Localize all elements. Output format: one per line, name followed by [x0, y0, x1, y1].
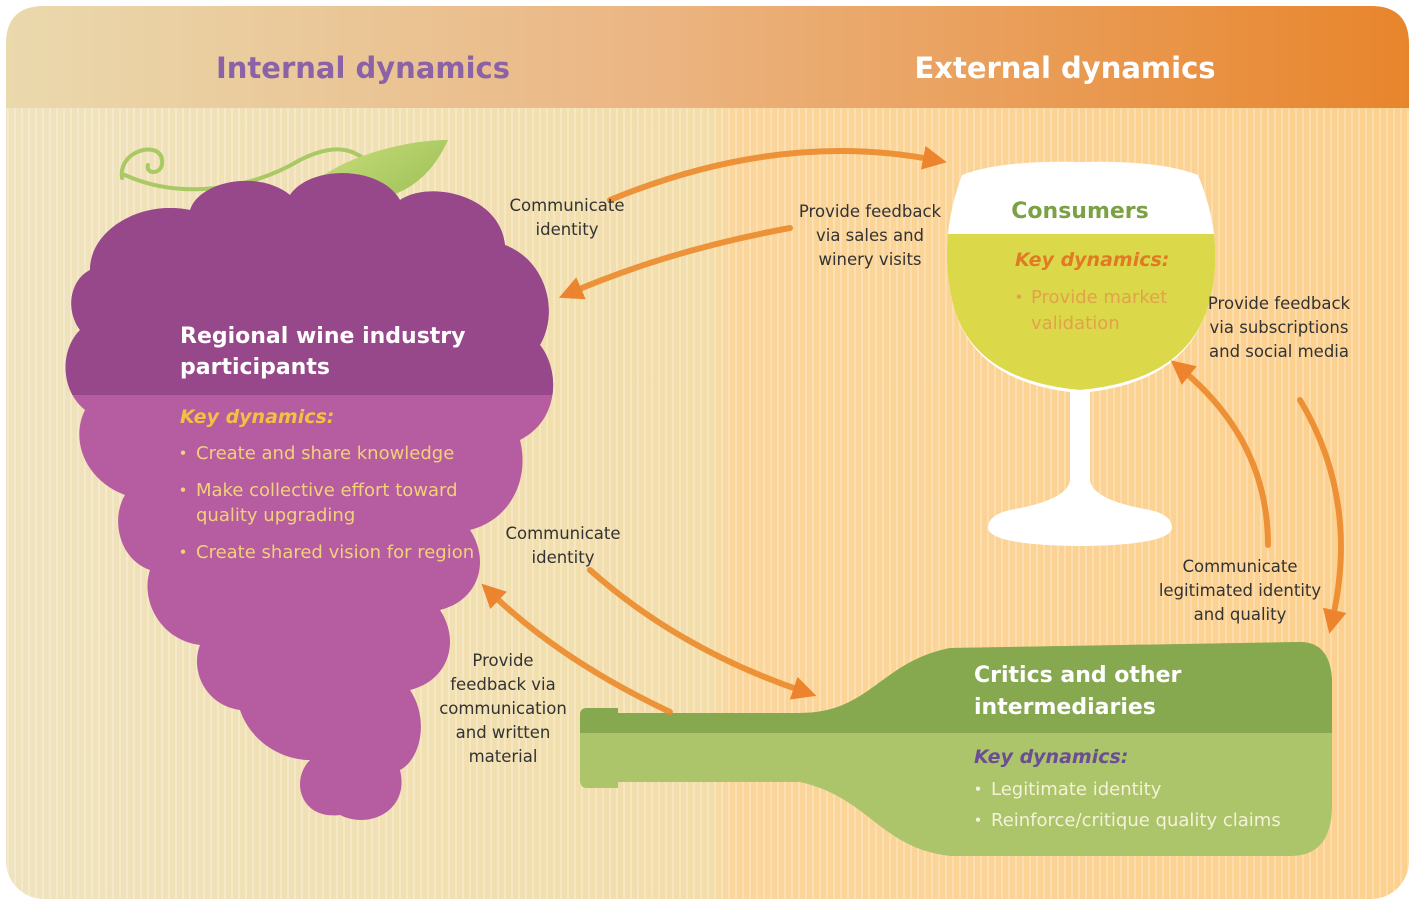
grape-title-line1: Regional wine industry: [180, 324, 466, 349]
bottle-key-label: Key dynamics:: [974, 746, 1128, 768]
glass-bullet-dot: [1016, 294, 1022, 299]
critics-title-line2: intermediaries: [974, 695, 1156, 720]
arrow-critics-to-grape: [481, 583, 673, 715]
glass-text: Consumers Key dynamics: Provide market va…: [1011, 199, 1169, 334]
arrow-label-right-bottom: legitimated identity: [1159, 581, 1322, 600]
arrow-label-right-bottom: Communicate: [1182, 557, 1297, 576]
arrow-label-top-middle: via sales and: [816, 226, 924, 245]
arrow-label-right-top: Provide feedback: [1208, 294, 1351, 313]
grape-title-line2: participants: [180, 355, 330, 380]
arrow-label-right-top: and social media: [1209, 342, 1349, 361]
arrow-consumers-to-grape: [558, 225, 793, 300]
arrows: [481, 145, 1347, 715]
arrow-label-bottom-left: communication: [439, 699, 567, 718]
arrow-label-bottom-left: and written: [456, 723, 551, 742]
external-dynamics-header: External dynamics: [914, 51, 1215, 85]
glass-key-label: Key dynamics:: [1015, 249, 1169, 271]
header-band: [6, 6, 1409, 108]
arrow-grape-to-consumers: [607, 145, 947, 203]
bottle-bullet-text: Reinforce/critique quality claims: [991, 810, 1281, 831]
grape-bullet-text: Make collective effort toward: [196, 480, 458, 501]
bottle-text: Critics and other intermediaries Key dyn…: [974, 663, 1281, 831]
grape-bullet-dot: [180, 450, 186, 455]
arrow-label-bottom-left: material: [469, 747, 538, 766]
arrow-label-bottom-left: feedback via: [450, 675, 556, 694]
bottle-bullet-text: Legitimate identity: [991, 779, 1162, 800]
arrow-label-top-left: Communicate: [509, 196, 624, 215]
internal-dynamics-header: Internal dynamics: [216, 51, 510, 85]
glass-bullet-list: Provide market validation: [1016, 287, 1167, 334]
critics-title-line1: Critics and other: [974, 663, 1182, 688]
arrow-label-right-bottom: and quality: [1194, 605, 1287, 624]
arrow-label-mid-left: Communicate: [505, 524, 620, 543]
arrow-critics-to-consumers: [1170, 360, 1271, 548]
grape-bullet-text: Create shared vision for region: [196, 542, 474, 563]
consumers-title: Consumers: [1011, 199, 1148, 224]
grape-bullet-dot: [180, 549, 186, 554]
arrow-label-top-middle: Provide feedback: [799, 202, 942, 221]
bottle-bullet-dot: [975, 786, 981, 791]
arrow-label-top-middle: winery visits: [818, 250, 921, 269]
grape-text: Regional wine industry participants Key …: [180, 324, 474, 563]
grape-bullet-text: Create and share knowledge: [196, 443, 454, 464]
arrow-label-top-left: identity: [536, 220, 599, 239]
arrow-label-mid-left: identity: [532, 548, 595, 567]
arrow-consumers-to-critics: [1297, 397, 1347, 634]
glass-bullet-text: validation: [1031, 313, 1120, 334]
grape-key-label: Key dynamics:: [180, 406, 334, 428]
arrow-label-right-top: via subscriptions: [1210, 318, 1349, 337]
grape-bullet-text: quality upgrading: [196, 505, 355, 526]
bottle-bullet-dot: [975, 817, 981, 822]
arrow-label-bottom-left: Provide: [472, 651, 533, 670]
glass-bullet-text: Provide market: [1031, 287, 1167, 308]
arrow-grape-to-critics: [587, 567, 817, 700]
grape-bullet-dot: [180, 487, 186, 492]
